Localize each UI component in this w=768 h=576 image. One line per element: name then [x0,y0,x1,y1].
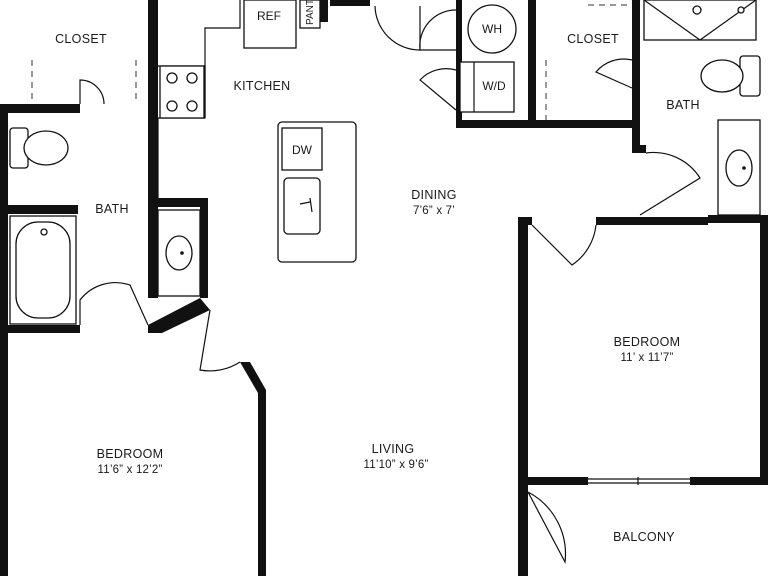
door-swings [79,5,701,564]
toilet-bowl [700,59,744,93]
island-sink [283,177,321,235]
sink-icon [725,149,753,187]
washer-dryer [459,61,515,113]
room-label-kitchen: KITCHEN [233,79,291,93]
shower [643,0,757,41]
fixtures [9,0,761,325]
burner-icon [186,100,198,112]
room-label-bedroom-left: BEDROOM [96,447,164,461]
room-dims-dining: 7’6” x 7’ [412,205,456,217]
fixture-label-wd: W/D [482,79,506,93]
burner-icon [186,72,198,84]
fixture-label-dw: DW [292,143,312,157]
water-heater [467,4,517,54]
sink-icon [165,235,193,271]
burner-icon [166,100,178,112]
room-label-bath-left: BATH [95,202,129,216]
pantry [299,0,321,29]
burner-icon [166,72,178,84]
room-dims-bedroom-left: 11’6” x 12’2” [97,464,163,476]
dishwasher [281,127,323,171]
room-label-living: LIVING [371,442,415,456]
room-label-bedroom-right: BEDROOM [613,335,681,349]
room-dims-living: 11’10” x 9’6” [363,459,429,471]
room-label-balcony: BALCONY [613,530,675,544]
stove [159,65,205,119]
room-label-closet-left: CLOSET [55,32,107,46]
room-label-bath-right: BATH [666,98,700,112]
toilet-bowl [23,130,69,166]
fixture-label-wh: WH [482,22,502,36]
fixture-label-pantry: PANT [305,0,316,25]
refrigerator [243,0,297,49]
fixture-label-ref: REF [257,9,281,23]
room-label-closet-right: CLOSET [567,32,619,46]
room-label-dining: DINING [411,188,457,202]
room-dims-bedroom-right: 11’ x 11’7” [620,352,674,364]
